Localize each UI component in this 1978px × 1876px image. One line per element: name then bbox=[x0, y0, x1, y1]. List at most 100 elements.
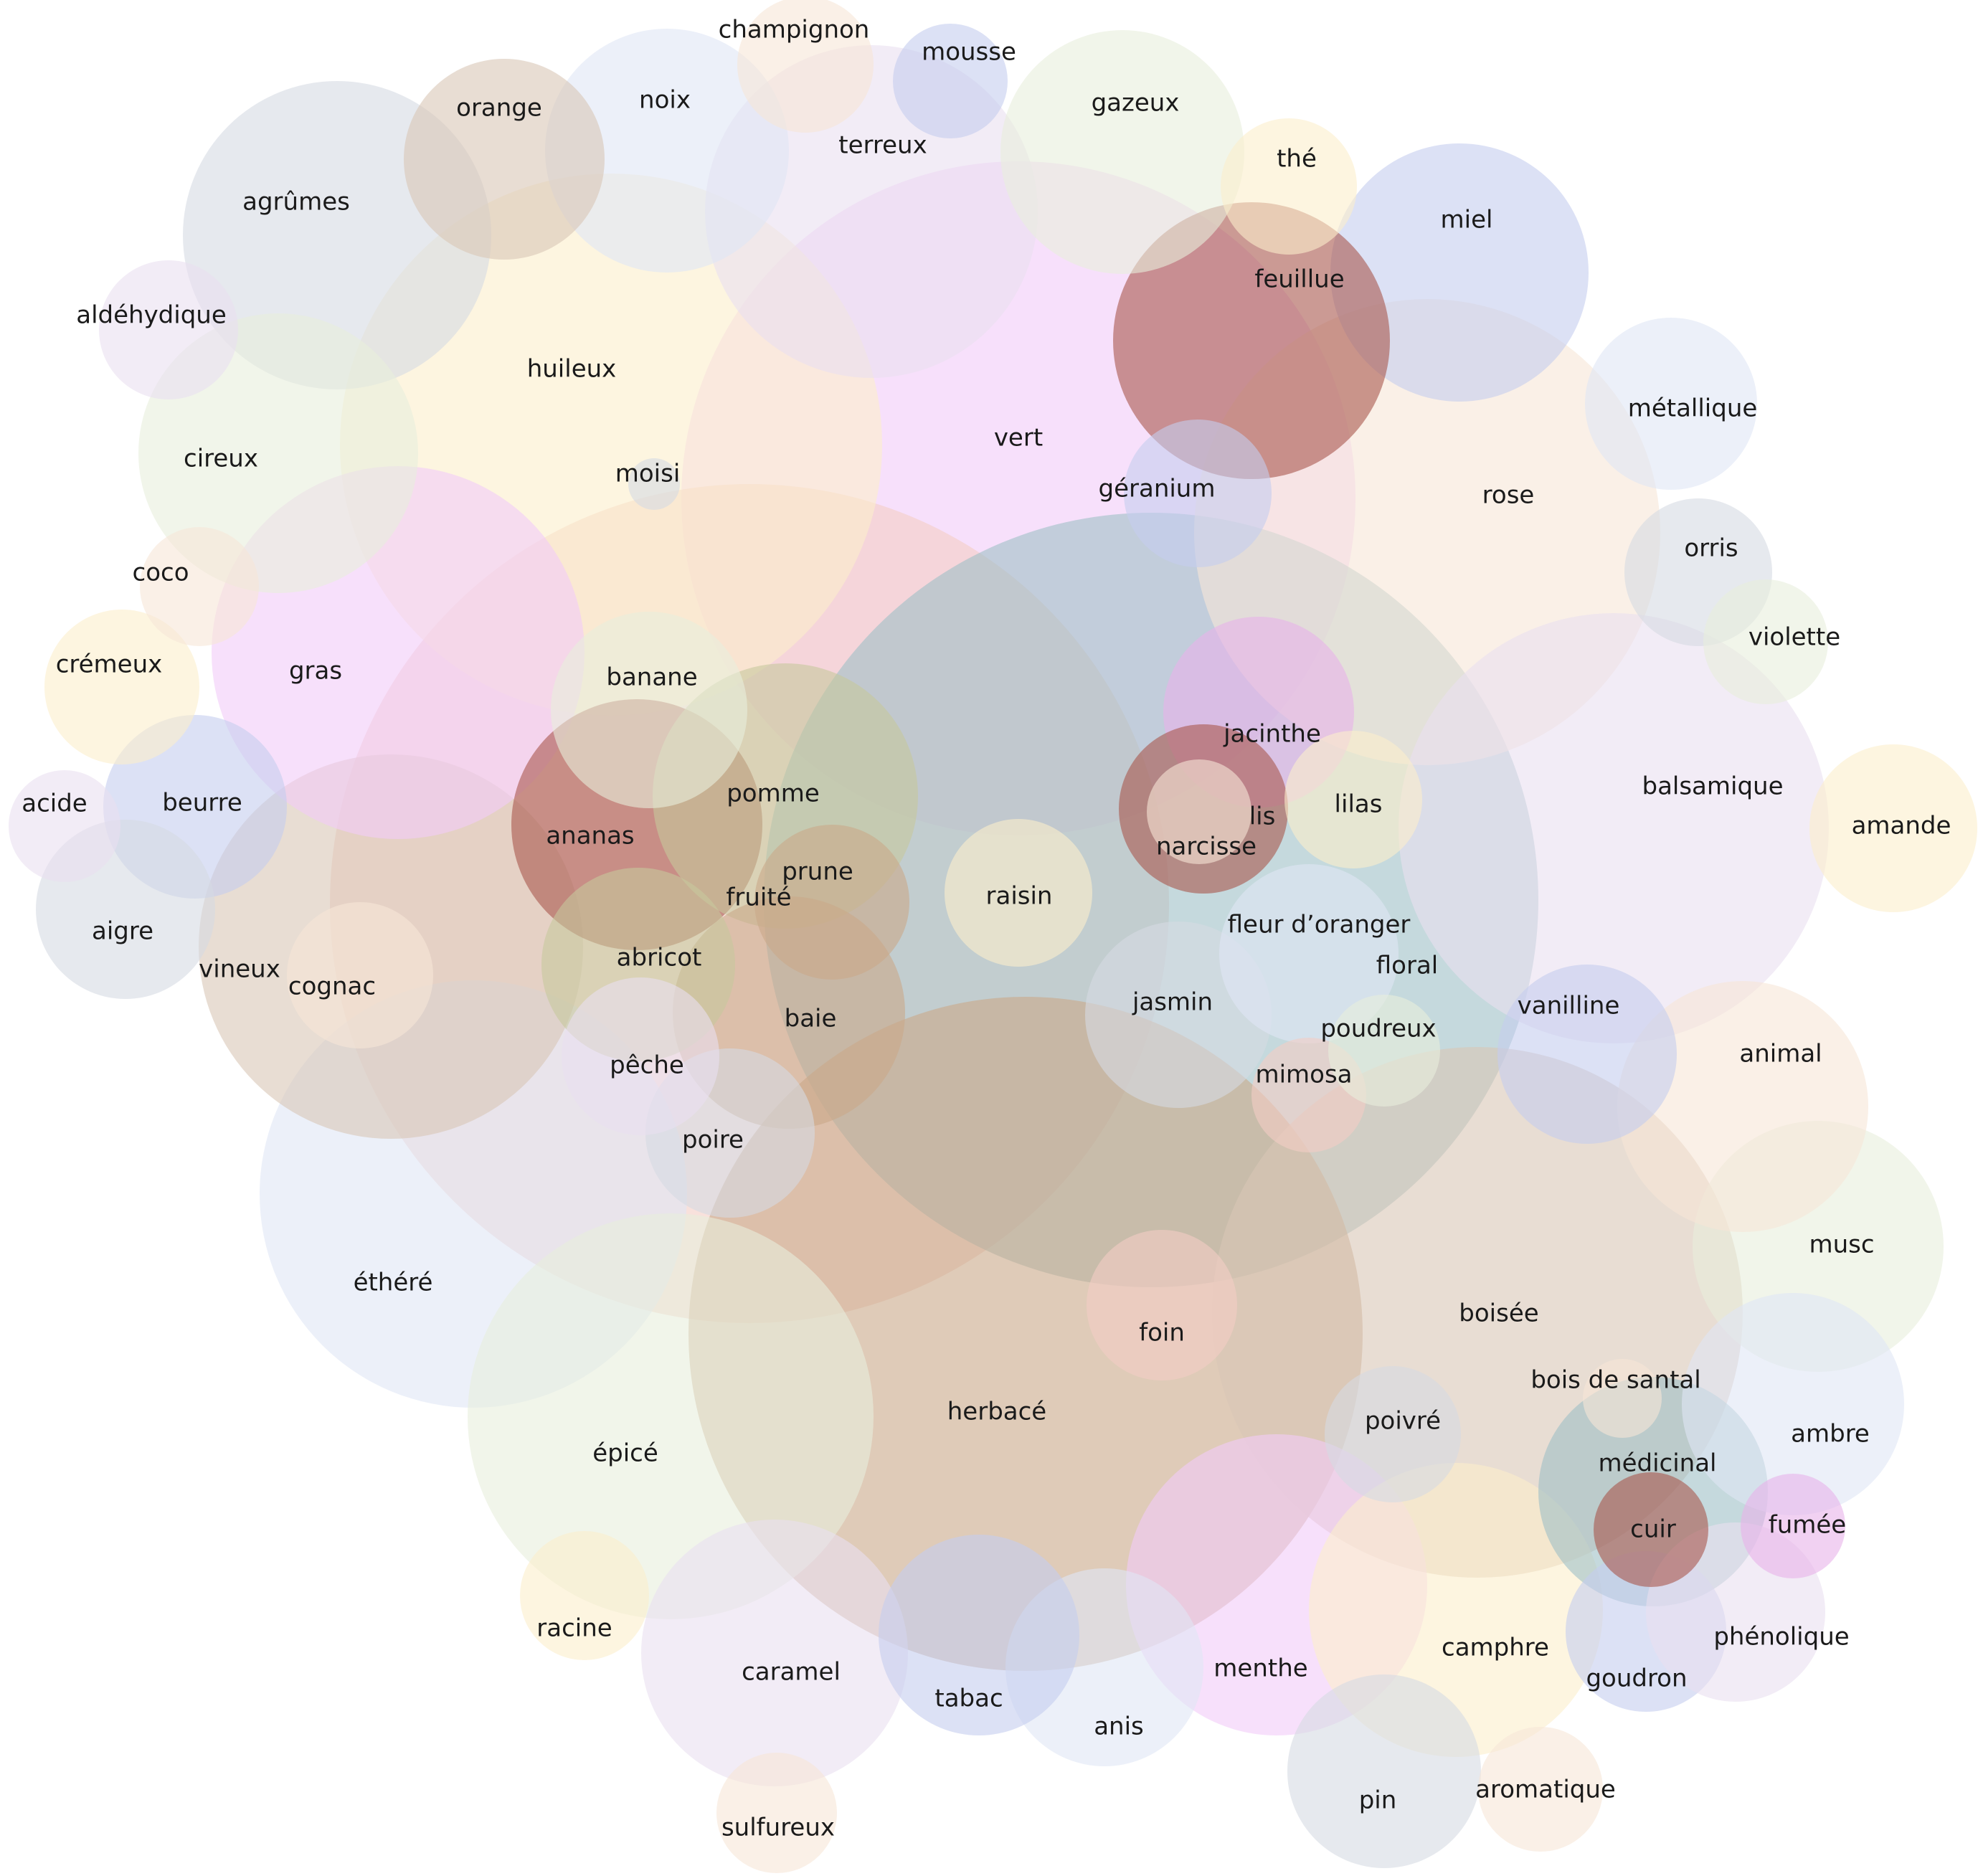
bubble-label-sulfureux: sulfureux bbox=[721, 1814, 835, 1842]
bubble-label-tabac: tabac bbox=[934, 1685, 1003, 1713]
bubble-balsamique bbox=[1399, 613, 1829, 1043]
bubble-lis bbox=[1147, 759, 1251, 864]
bubble-acide bbox=[9, 770, 120, 882]
bubble-label-metallique: métallique bbox=[1628, 394, 1758, 423]
bubble-orange bbox=[404, 59, 605, 260]
bubble-label-feuillue: feuillue bbox=[1254, 265, 1344, 294]
bubble-label-floral: floral bbox=[1376, 952, 1438, 980]
bubble-violette bbox=[1703, 579, 1828, 704]
bubble-metallique bbox=[1585, 318, 1757, 490]
bubble-aldehydique bbox=[99, 260, 238, 399]
bubble-label-musc: musc bbox=[1809, 1231, 1874, 1259]
bubble-geranium bbox=[1124, 420, 1272, 567]
bubble-label-balsamique: balsamique bbox=[1642, 772, 1783, 801]
bubble-label-peche: pêche bbox=[610, 1051, 684, 1080]
bubble-label-agrumes: agrûmes bbox=[242, 188, 350, 217]
bubble-label-mimosa: mimosa bbox=[1255, 1061, 1352, 1089]
bubble-amande bbox=[1809, 744, 1977, 912]
bubble-label-beurre: beurre bbox=[162, 789, 242, 818]
bubble-label-vanilline: vanilline bbox=[1518, 992, 1620, 1020]
bubble-champignon bbox=[737, 0, 874, 133]
bubble-moisi bbox=[628, 458, 680, 510]
bubble-label-champignon: champignon bbox=[719, 16, 870, 44]
bubble-label-bois-de-santal: bois de santal bbox=[1530, 1366, 1700, 1395]
bubble-label-amande: amande bbox=[1852, 812, 1951, 840]
bubble-miel bbox=[1330, 143, 1589, 402]
bubble-label-noix: noix bbox=[639, 86, 691, 115]
bubble-racine bbox=[520, 1531, 649, 1660]
bubble-feuillue bbox=[1113, 202, 1390, 479]
bubble-label-vert: vert bbox=[994, 424, 1043, 453]
circles-layer bbox=[9, 0, 1977, 1873]
bubble-label-cuir: cuir bbox=[1630, 1515, 1676, 1544]
bubble-banane bbox=[551, 612, 747, 808]
bubble-label-the: thé bbox=[1277, 145, 1317, 174]
bubble-label-animal: animal bbox=[1739, 1040, 1822, 1069]
bubble-raisin bbox=[945, 819, 1092, 967]
bubble-label-epice: épicé bbox=[592, 1439, 658, 1468]
bubble-label-terreux: terreux bbox=[838, 131, 927, 160]
bubble-epice bbox=[468, 1213, 874, 1619]
bubble-cognac bbox=[287, 902, 433, 1048]
bubble-label-poudreux: poudreux bbox=[1320, 1015, 1436, 1043]
bubble-label-pin: pin bbox=[1359, 1786, 1397, 1815]
bubble-label-geranium: géranium bbox=[1099, 475, 1216, 503]
bubble-peche bbox=[562, 977, 719, 1135]
bubble-label-aromatique: aromatique bbox=[1475, 1776, 1616, 1804]
bubble-label-banane: banane bbox=[606, 663, 697, 692]
bubble-label-medicinal: médicinal bbox=[1598, 1449, 1716, 1478]
bubble-label-lilas: lilas bbox=[1335, 790, 1383, 819]
bubble-label-jasmin: jasmin bbox=[1132, 988, 1213, 1017]
bubble-label-caramel: caramel bbox=[742, 1658, 841, 1687]
bubble-label-orange: orange bbox=[456, 94, 542, 123]
bubble-label-goudron: goudron bbox=[1586, 1664, 1687, 1693]
bubble-label-acide: acide bbox=[22, 790, 87, 818]
bubble-ambre bbox=[1682, 1293, 1904, 1515]
bubble-pin bbox=[1287, 1674, 1481, 1868]
bubble-bois-de-santal bbox=[1583, 1359, 1662, 1438]
bubble-label-foin: foin bbox=[1139, 1319, 1185, 1347]
bubble-label-violette: violette bbox=[1749, 623, 1840, 652]
bubble-label-prune: prune bbox=[782, 858, 853, 886]
bubble-mousse bbox=[893, 24, 1008, 138]
bubble-label-racine: racine bbox=[536, 1614, 612, 1643]
bubble-label-ananas: ananas bbox=[546, 822, 634, 851]
bubble-label-coco: coco bbox=[133, 559, 189, 587]
bubble-fleur-d-oranger bbox=[1219, 864, 1399, 1043]
labels-layer: vertfruitéfloralherbacéhuileuxboiséerose… bbox=[22, 16, 1951, 1842]
bubble-label-gras: gras bbox=[289, 657, 342, 686]
bubble-poivre bbox=[1325, 1366, 1461, 1502]
bubble-label-phenolique: phénolique bbox=[1713, 1623, 1849, 1652]
bubble-label-fleur-d-oranger: fleur d’oranger bbox=[1228, 911, 1411, 939]
bubble-label-cremeux: crémeux bbox=[56, 650, 163, 679]
bubble-label-ambre: ambre bbox=[1791, 1420, 1870, 1449]
bubble-label-jacinthe: jacinthe bbox=[1223, 720, 1321, 749]
bubble-label-cognac: cognac bbox=[288, 972, 376, 1001]
bubble-foin bbox=[1087, 1230, 1237, 1380]
bubble-noix bbox=[545, 29, 789, 273]
bubble-label-cireux: cireux bbox=[184, 445, 258, 473]
bubble-prune bbox=[754, 825, 909, 980]
bubble-label-fruite: fruité bbox=[726, 883, 791, 912]
bubble-label-anis: anis bbox=[1094, 1712, 1144, 1741]
bubble-label-gazeux: gazeux bbox=[1092, 89, 1180, 118]
bubble-label-miel: miel bbox=[1441, 206, 1493, 234]
bubble-gazeux bbox=[1000, 30, 1244, 274]
bubble-label-aldehydique: aldéhydique bbox=[76, 301, 227, 330]
bubble-fumee bbox=[1741, 1474, 1845, 1578]
bubble-label-vineux: vineux bbox=[199, 955, 280, 984]
bubble-label-menthe: menthe bbox=[1213, 1654, 1307, 1683]
bubble-label-boisee: boisée bbox=[1459, 1299, 1538, 1328]
bubble-sulfureux bbox=[716, 1753, 837, 1873]
bubble-the bbox=[1221, 118, 1357, 255]
bubble-label-pomme: pomme bbox=[727, 780, 820, 808]
bubble-label-raisin: raisin bbox=[986, 882, 1053, 911]
bubble-vanilline bbox=[1497, 965, 1677, 1144]
bubble-label-huileux: huileux bbox=[527, 355, 617, 384]
bubble-label-fumee: fumée bbox=[1769, 1511, 1846, 1540]
bubble-label-camphre: camphre bbox=[1442, 1634, 1549, 1662]
bubble-cremeux bbox=[44, 610, 199, 764]
bubble-label-herbace: herbacé bbox=[947, 1398, 1046, 1426]
